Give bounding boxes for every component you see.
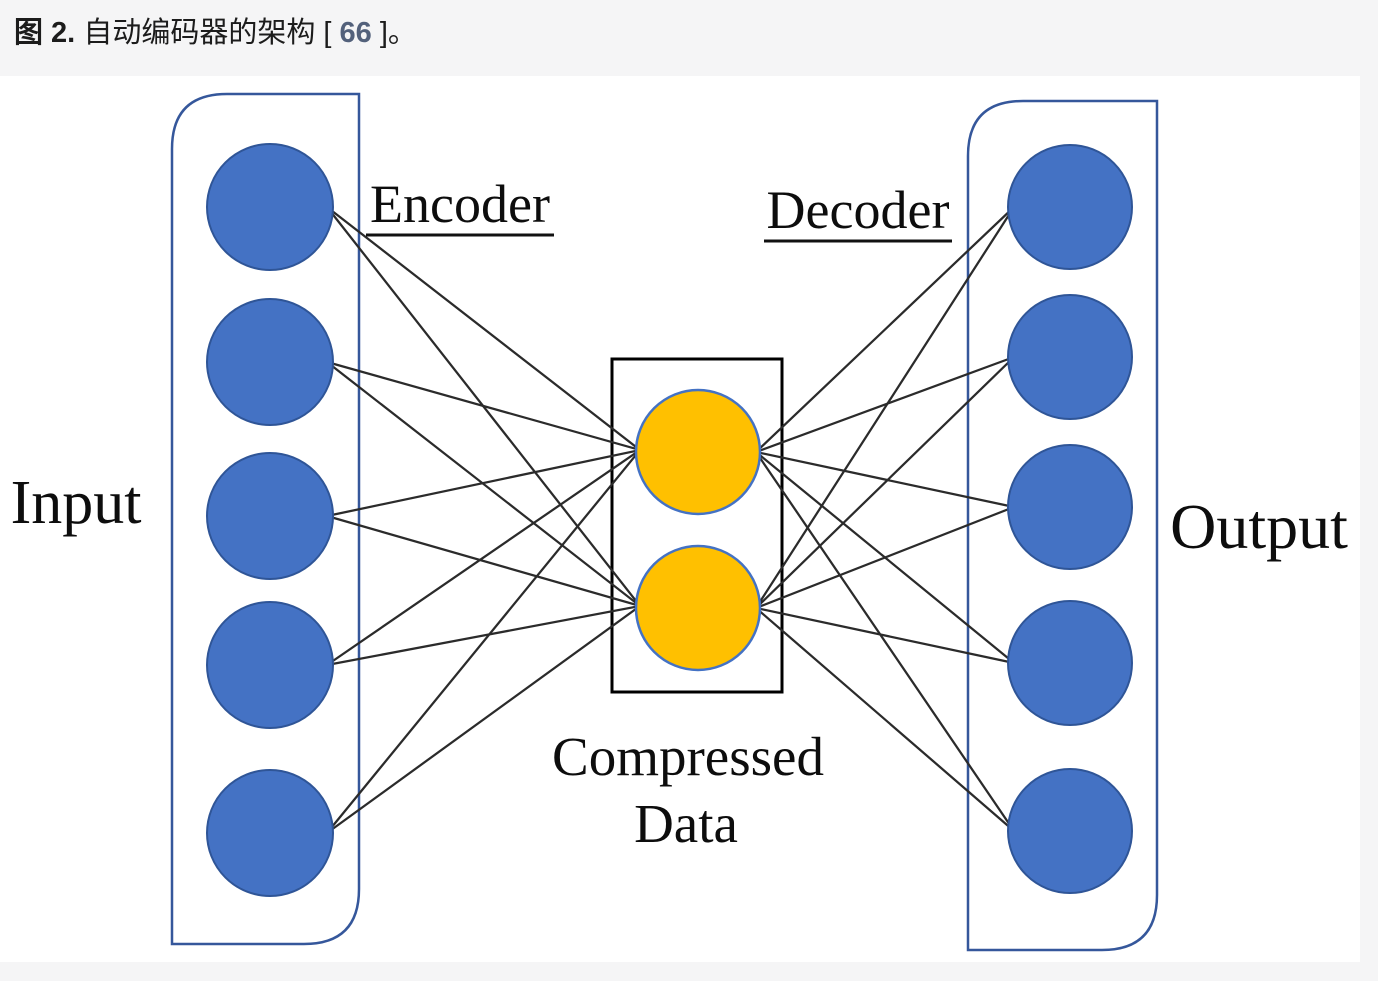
caption-text: 自动编码器的架构 [83,17,316,49]
decoder-connections [754,205,1016,833]
caption-bracket-close: ]。 [379,17,417,49]
encoder-label: Encoder [370,174,550,234]
connection-line [754,355,1016,454]
connection-line [325,448,642,835]
output-node-2 [1007,294,1133,420]
connection-line [325,448,642,667]
input-node-4 [206,601,334,729]
input-node-3 [206,452,334,580]
connection-line [325,604,642,835]
input-node-5 [206,769,334,897]
connection-line [754,205,1016,610]
output-label: Output [1170,491,1348,562]
caption-bracket-open: [ [323,17,332,49]
input-layer-container [170,92,361,946]
latent-node-2 [634,544,762,672]
connection-line [754,355,1016,610]
output-layer-container [966,99,1159,952]
autoencoder-diagram: Input Output Encoder Decoder Compressed … [11,92,1348,952]
connection-line [754,450,1016,833]
latent-node-1 [634,388,762,516]
encoder-connections [325,205,642,835]
autoencoder-figure: Input Output Encoder Decoder Compressed … [0,76,1360,962]
output-node-1 [1007,144,1133,270]
connection-line [325,604,642,667]
connection-line [325,360,642,452]
compressed-data-label-line1: Compressed [552,726,824,787]
output-node-3 [1007,444,1133,570]
output-node-4 [1007,600,1133,726]
decoder-label: Decoder [767,180,950,240]
connection-line [325,205,642,452]
connection-line [754,606,1016,833]
connection-line [754,205,1016,454]
input-node-1 [206,143,334,271]
connection-line [754,505,1016,610]
connection-line [754,450,1016,509]
output-layer-nodes [1007,144,1133,894]
input-layer-nodes [206,143,334,897]
connection-line [325,514,642,608]
connection-line [754,606,1016,665]
figure-label: 图 2. [14,17,76,49]
reference-link[interactable]: 66 [339,17,372,49]
connection-line [325,448,642,518]
input-node-2 [206,298,334,426]
output-node-5 [1007,768,1133,894]
input-label: Input [11,469,142,537]
latent-nodes [634,388,762,672]
figure-caption: 图 2. 自动编码器的架构 [ 66 ]。 [14,13,417,53]
compressed-data-label-line2: Data [634,793,738,854]
